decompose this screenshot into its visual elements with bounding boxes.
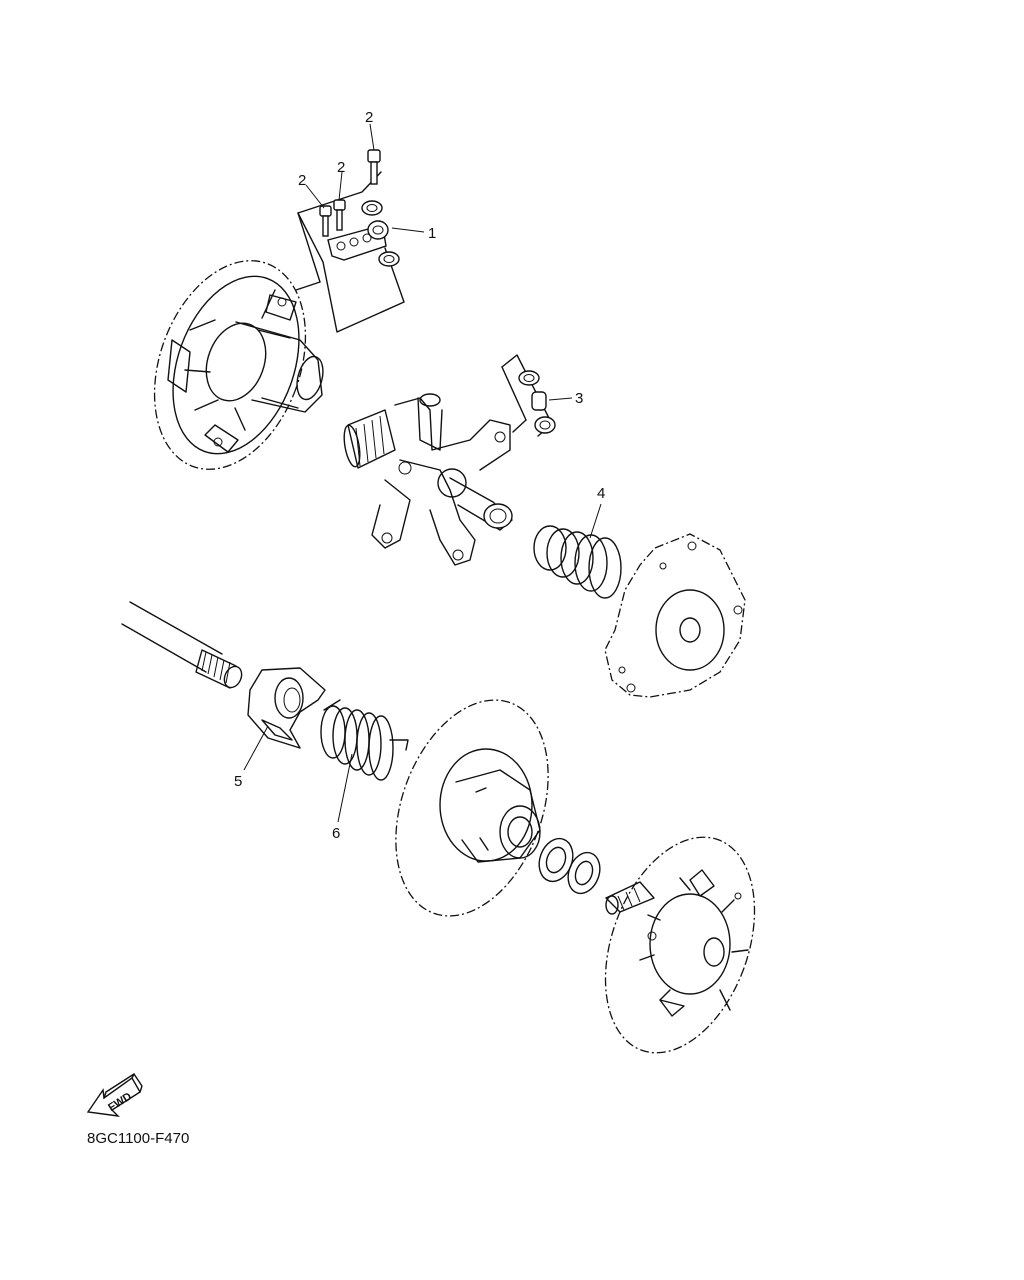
pin <box>367 149 381 185</box>
callout-2: 2 <box>365 109 373 126</box>
callout-6: 6 <box>332 825 340 842</box>
forward-arrow-icon: FWD <box>86 1073 143 1117</box>
weight-assembly <box>295 123 425 333</box>
callout-1: 1 <box>428 225 436 242</box>
pin <box>333 199 346 231</box>
drive-shaft <box>121 601 243 689</box>
pin <box>319 205 332 237</box>
callout-2: 2 <box>298 172 306 189</box>
washer <box>567 851 601 895</box>
cover-plate <box>604 533 746 698</box>
slider-assembly <box>501 354 573 437</box>
cam-collar <box>243 667 326 771</box>
spider-hub <box>343 393 513 566</box>
fixed-sheave <box>604 836 756 1054</box>
figure-code: 8GC1100-F470 <box>87 1130 189 1147</box>
sliding-sheave <box>395 699 549 917</box>
callout-4: 4 <box>597 485 605 502</box>
compression-spring <box>533 503 622 599</box>
primary-sheave-cover <box>153 260 324 470</box>
washer <box>538 837 574 883</box>
callout-5: 5 <box>234 773 242 790</box>
callout-2: 2 <box>337 159 345 176</box>
callout-3: 3 <box>575 390 583 407</box>
torsion-spring <box>320 699 409 823</box>
